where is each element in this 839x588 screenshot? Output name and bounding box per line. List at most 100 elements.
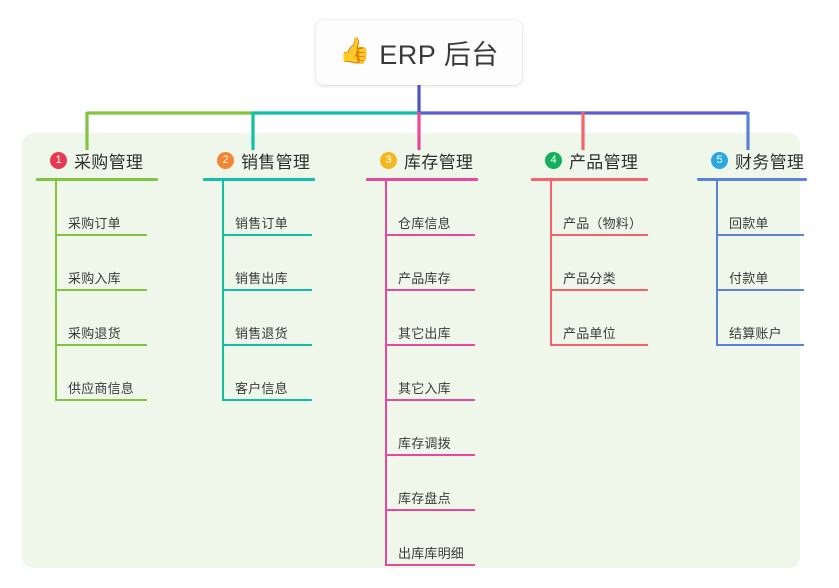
root-node-title: ERP 后台 — [379, 40, 499, 70]
branch-underline — [36, 178, 158, 181]
root-node[interactable]: 👍 ERP 后台 — [316, 20, 522, 85]
branch-header-inventory[interactable]: 3 库存管理 — [366, 148, 478, 172]
branch-item-label: 仓库信息 — [398, 216, 451, 231]
branch-item-rule — [385, 289, 475, 291]
branch-item-list: 仓库信息产品库存其它出库其它入库库存调拨库存盘点出库库明细 — [366, 181, 478, 566]
branch-item[interactable]: 其它出库 — [366, 291, 478, 346]
branch-underline — [531, 178, 648, 181]
branch-item-rule — [385, 234, 475, 236]
branch-item-rule — [55, 399, 147, 401]
branch-item-label: 库存调拨 — [398, 436, 451, 451]
branch-item-label: 销售出库 — [235, 271, 288, 286]
branch-spine — [55, 181, 57, 401]
branch-item-label: 库存盘点 — [398, 491, 451, 506]
branch-item-rule — [55, 289, 147, 291]
branch-column-finance: 5 财务管理回款单付款单结算账户 — [697, 148, 807, 346]
branch-title: 销售管理 — [241, 152, 311, 172]
branch-item[interactable]: 其它入库 — [366, 346, 478, 401]
branch-item-rule — [716, 344, 804, 346]
branch-title: 库存管理 — [404, 152, 474, 172]
branch-item-label: 供应商信息 — [68, 381, 135, 396]
branch-underline — [203, 178, 315, 181]
branch-item-list: 产品（物料） 产品分类产品单位 — [531, 181, 648, 346]
branch-column-sales: 2 销售管理销售订单销售出库销售退货客户信息 — [203, 148, 315, 401]
branch-title: 财务管理 — [735, 152, 805, 172]
branch-item-rule — [716, 289, 804, 291]
branch-item-rule — [385, 564, 475, 566]
branch-item-label: 付款单 — [729, 271, 769, 286]
branch-item-label: 采购订单 — [68, 216, 121, 231]
branch-item-label: 其它出库 — [398, 326, 451, 341]
branch-item[interactable]: 采购退货 — [36, 291, 158, 346]
branch-spine — [222, 181, 224, 401]
branch-column-product: 4 产品管理产品（物料） 产品分类产品单位 — [531, 148, 648, 346]
branch-item-label: 结算账户 — [729, 326, 782, 341]
branch-item-rule — [222, 344, 312, 346]
branch-item-rule — [222, 289, 312, 291]
branch-item[interactable]: 产品单位 — [531, 291, 648, 346]
branch-item[interactable]: 销售订单 — [203, 181, 315, 236]
branch-item-rule — [716, 234, 804, 236]
branch-item-label: 产品单位 — [563, 326, 616, 341]
branch-item-label: 产品（物料） — [563, 216, 643, 231]
branch-item-rule — [222, 234, 312, 236]
branch-item[interactable]: 产品（物料） — [531, 181, 648, 236]
branch-item-label: 回款单 — [729, 216, 769, 231]
branch-number-badge: 3 — [380, 151, 397, 169]
branch-number-badge: 1 — [50, 151, 67, 169]
branch-item-rule — [550, 234, 648, 236]
branch-item[interactable]: 回款单 — [697, 181, 807, 236]
branch-item-label: 客户信息 — [235, 381, 288, 396]
branch-item[interactable]: 采购入库 — [36, 236, 158, 291]
branches-panel — [22, 133, 800, 568]
branch-item[interactable]: 库存盘点 — [366, 456, 478, 511]
branch-item[interactable]: 供应商信息 — [36, 346, 158, 401]
branch-column-inventory: 3 库存管理仓库信息产品库存其它出库其它入库库存调拨库存盘点出库库明细 — [366, 148, 478, 566]
thumbs-up-icon: 👍 — [339, 37, 371, 65]
branch-item-list: 采购订单采购入库采购退货供应商信息 — [36, 181, 158, 401]
branch-spine — [716, 181, 718, 346]
branch-item-label: 采购退货 — [68, 326, 121, 341]
branch-item[interactable]: 采购订单 — [36, 181, 158, 236]
branch-header-finance[interactable]: 5 财务管理 — [697, 148, 807, 172]
branch-item-rule — [55, 234, 147, 236]
branch-spine — [550, 181, 552, 346]
branch-header-sales[interactable]: 2 销售管理 — [203, 148, 315, 172]
branch-number-badge: 2 — [217, 151, 234, 169]
branch-item[interactable]: 结算账户 — [697, 291, 807, 346]
branch-number-badge: 4 — [545, 151, 562, 169]
branch-item-label: 其它入库 — [398, 381, 451, 396]
branch-item[interactable]: 产品分类 — [531, 236, 648, 291]
branch-underline — [697, 178, 807, 181]
branch-item[interactable]: 产品库存 — [366, 236, 478, 291]
branch-item[interactable]: 客户信息 — [203, 346, 315, 401]
branch-item-label: 产品分类 — [563, 271, 616, 286]
branch-item-rule — [222, 399, 312, 401]
branch-item-rule — [385, 344, 475, 346]
branch-item-label: 出库库明细 — [398, 546, 465, 561]
branch-item-rule — [55, 344, 147, 346]
branch-item[interactable]: 出库库明细 — [366, 511, 478, 566]
branch-item-label: 采购入库 — [68, 271, 121, 286]
branch-underline — [366, 178, 478, 181]
branch-item[interactable]: 销售出库 — [203, 236, 315, 291]
branch-item-list: 回款单付款单结算账户 — [697, 181, 807, 346]
branch-header-purchasing[interactable]: 1 采购管理 — [36, 148, 158, 172]
branch-title: 产品管理 — [569, 152, 639, 172]
branch-item[interactable]: 付款单 — [697, 236, 807, 291]
branch-item[interactable]: 库存调拨 — [366, 401, 478, 456]
root-node-content: 👍 ERP 后台 — [339, 33, 499, 72]
branch-item-label: 销售订单 — [235, 216, 288, 231]
branch-spine — [385, 181, 387, 566]
branch-item[interactable]: 销售退货 — [203, 291, 315, 346]
branch-number-badge: 5 — [711, 151, 728, 169]
branch-header-product[interactable]: 4 产品管理 — [531, 148, 648, 172]
branch-item-rule — [550, 344, 648, 346]
branch-item[interactable]: 仓库信息 — [366, 181, 478, 236]
branch-column-purchasing: 1 采购管理采购订单采购入库采购退货供应商信息 — [36, 148, 158, 401]
branch-item-rule — [550, 289, 648, 291]
branch-item-rule — [385, 509, 475, 511]
branch-item-label: 产品库存 — [398, 271, 451, 286]
branch-title: 采购管理 — [74, 152, 144, 172]
